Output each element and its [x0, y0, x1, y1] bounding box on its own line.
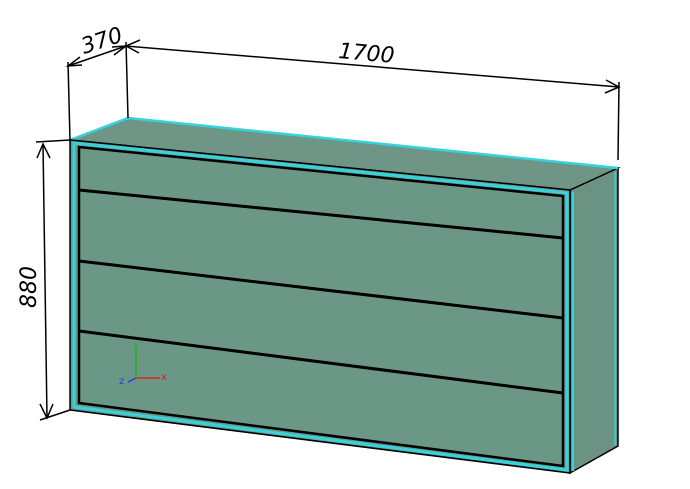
cabinet-side-face [569, 166, 619, 475]
axis-z-label: z [119, 376, 124, 387]
drawer-divider-3 [78, 329, 564, 395]
axis-y-label: y [133, 340, 139, 351]
front-frame-highlight [72, 141, 569, 472]
axis-x-label: x [161, 372, 167, 383]
front-inner-frame [77, 145, 565, 468]
cabinet-front-face [69, 139, 571, 474]
drawer-divider-2 [78, 259, 564, 320]
dimension-depth-label: 370 [78, 23, 126, 60]
coordinate-axes: x y z [119, 340, 167, 387]
drawer-divider-1 [78, 188, 564, 240]
dimension-width [124, 39, 621, 161]
dimension-height-label: 880 [17, 266, 42, 308]
dimension-depth [65, 41, 129, 141]
dimension-width-label: 1700 [337, 39, 395, 69]
axis-z-line [127, 377, 137, 383]
dimension-height [35, 139, 71, 421]
